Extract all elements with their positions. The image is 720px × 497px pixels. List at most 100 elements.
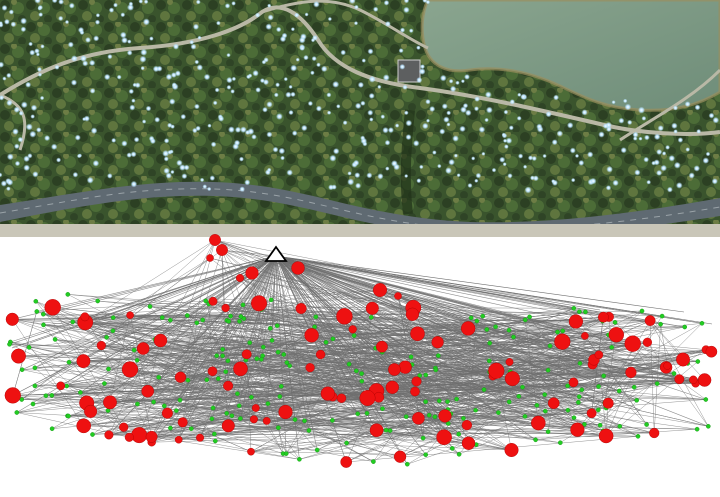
sample-point bbox=[298, 36, 306, 44]
graph-edge bbox=[34, 367, 450, 435]
graph-edge bbox=[143, 348, 445, 438]
graph-edge bbox=[180, 326, 685, 378]
sample-point bbox=[226, 84, 232, 90]
sample-point bbox=[20, 101, 28, 109]
cluster-head-node bbox=[586, 408, 597, 419]
graph-edge bbox=[85, 322, 685, 328]
sensor-node bbox=[565, 407, 571, 413]
sensor-node bbox=[596, 407, 601, 413]
sensor-node bbox=[506, 399, 512, 405]
sample-point bbox=[68, 2, 75, 9]
cluster-head-node bbox=[431, 336, 444, 349]
sensor-node bbox=[351, 333, 357, 338]
cluster-head-node bbox=[504, 443, 519, 458]
sensor-node bbox=[287, 363, 293, 369]
cluster-head-node bbox=[221, 303, 230, 313]
sample-point bbox=[676, 182, 683, 189]
sample-point bbox=[671, 122, 678, 129]
sample-point bbox=[246, 74, 251, 80]
cluster-head-node bbox=[11, 348, 26, 364]
sample-point bbox=[474, 106, 479, 112]
cluster-head-node bbox=[340, 456, 353, 468]
sample-point bbox=[130, 151, 137, 158]
sensor-node bbox=[555, 329, 560, 335]
graph-edge bbox=[66, 385, 284, 454]
sensor-node bbox=[212, 431, 217, 437]
sensor-node bbox=[480, 313, 486, 319]
graph-edge bbox=[149, 306, 355, 336]
cluster-head-node bbox=[602, 397, 614, 409]
sample-point bbox=[279, 35, 287, 43]
sample-point bbox=[93, 35, 100, 42]
sample-point bbox=[37, 72, 43, 77]
sensor-node bbox=[237, 318, 242, 324]
sensor-node bbox=[194, 320, 200, 326]
cluster-head-node bbox=[121, 361, 139, 378]
sensor-node bbox=[565, 383, 570, 389]
graph-edge bbox=[36, 289, 381, 312]
cluster-head-node bbox=[594, 350, 604, 360]
sample-point bbox=[38, 12, 44, 17]
sensor-node bbox=[596, 384, 601, 389]
cluster-head-node bbox=[642, 337, 653, 347]
sample-point bbox=[14, 160, 21, 167]
graph-edge bbox=[619, 361, 698, 427]
sample-point bbox=[234, 126, 242, 133]
sample-point bbox=[422, 0, 428, 3]
sample-point bbox=[272, 146, 279, 153]
graph-edge bbox=[466, 402, 554, 426]
sensor-node bbox=[383, 427, 389, 433]
sample-point bbox=[398, 48, 404, 54]
sensor-node bbox=[511, 334, 516, 340]
sample-point bbox=[384, 139, 391, 146]
sample-point bbox=[255, 12, 261, 18]
sample-point bbox=[367, 48, 374, 55]
sample-point bbox=[214, 87, 220, 93]
sample-point bbox=[140, 48, 148, 56]
sensor-node bbox=[223, 369, 228, 375]
sensor-node bbox=[33, 298, 39, 304]
sample-point bbox=[280, 155, 285, 161]
sensor-node bbox=[184, 313, 190, 318]
sensor-node bbox=[226, 318, 231, 324]
sample-point bbox=[275, 82, 280, 88]
graph-edge bbox=[444, 378, 513, 417]
sample-point bbox=[288, 84, 293, 89]
sample-point bbox=[665, 145, 670, 150]
sensor-node bbox=[344, 440, 349, 446]
sample-point bbox=[6, 178, 14, 186]
sample-point bbox=[77, 26, 85, 34]
sample-point bbox=[2, 76, 7, 81]
graph-edge bbox=[459, 365, 668, 455]
sensor-node bbox=[355, 411, 361, 417]
sensor-node bbox=[275, 425, 281, 431]
graph-edge bbox=[83, 360, 229, 427]
graph-edge bbox=[407, 442, 469, 465]
cluster-head-node bbox=[207, 366, 218, 377]
cluster-head-node bbox=[320, 386, 335, 401]
sample-point bbox=[226, 53, 231, 58]
sample-point bbox=[360, 100, 366, 106]
sensor-node bbox=[496, 410, 501, 415]
cluster-head-node bbox=[221, 419, 235, 433]
graph-edge bbox=[86, 322, 197, 404]
graph-edge bbox=[647, 342, 709, 427]
cluster-head-node bbox=[375, 340, 388, 353]
sample-point bbox=[29, 130, 37, 138]
sample-point bbox=[329, 154, 337, 162]
lake bbox=[422, 0, 720, 111]
cluster-head-node bbox=[153, 333, 168, 348]
sensor-node bbox=[468, 315, 474, 321]
sample-point bbox=[13, 106, 20, 113]
sample-point bbox=[163, 167, 170, 174]
graph-edge bbox=[411, 354, 599, 365]
sensor-node bbox=[579, 387, 585, 393]
sensor-node bbox=[240, 302, 246, 308]
sample-point bbox=[354, 172, 361, 179]
cluster-head-node bbox=[676, 352, 690, 367]
graph-edge bbox=[137, 308, 302, 361]
sample-point bbox=[89, 88, 96, 94]
graph-edge bbox=[34, 367, 110, 436]
graph-edge bbox=[567, 375, 604, 411]
graph-edge bbox=[36, 255, 277, 312]
